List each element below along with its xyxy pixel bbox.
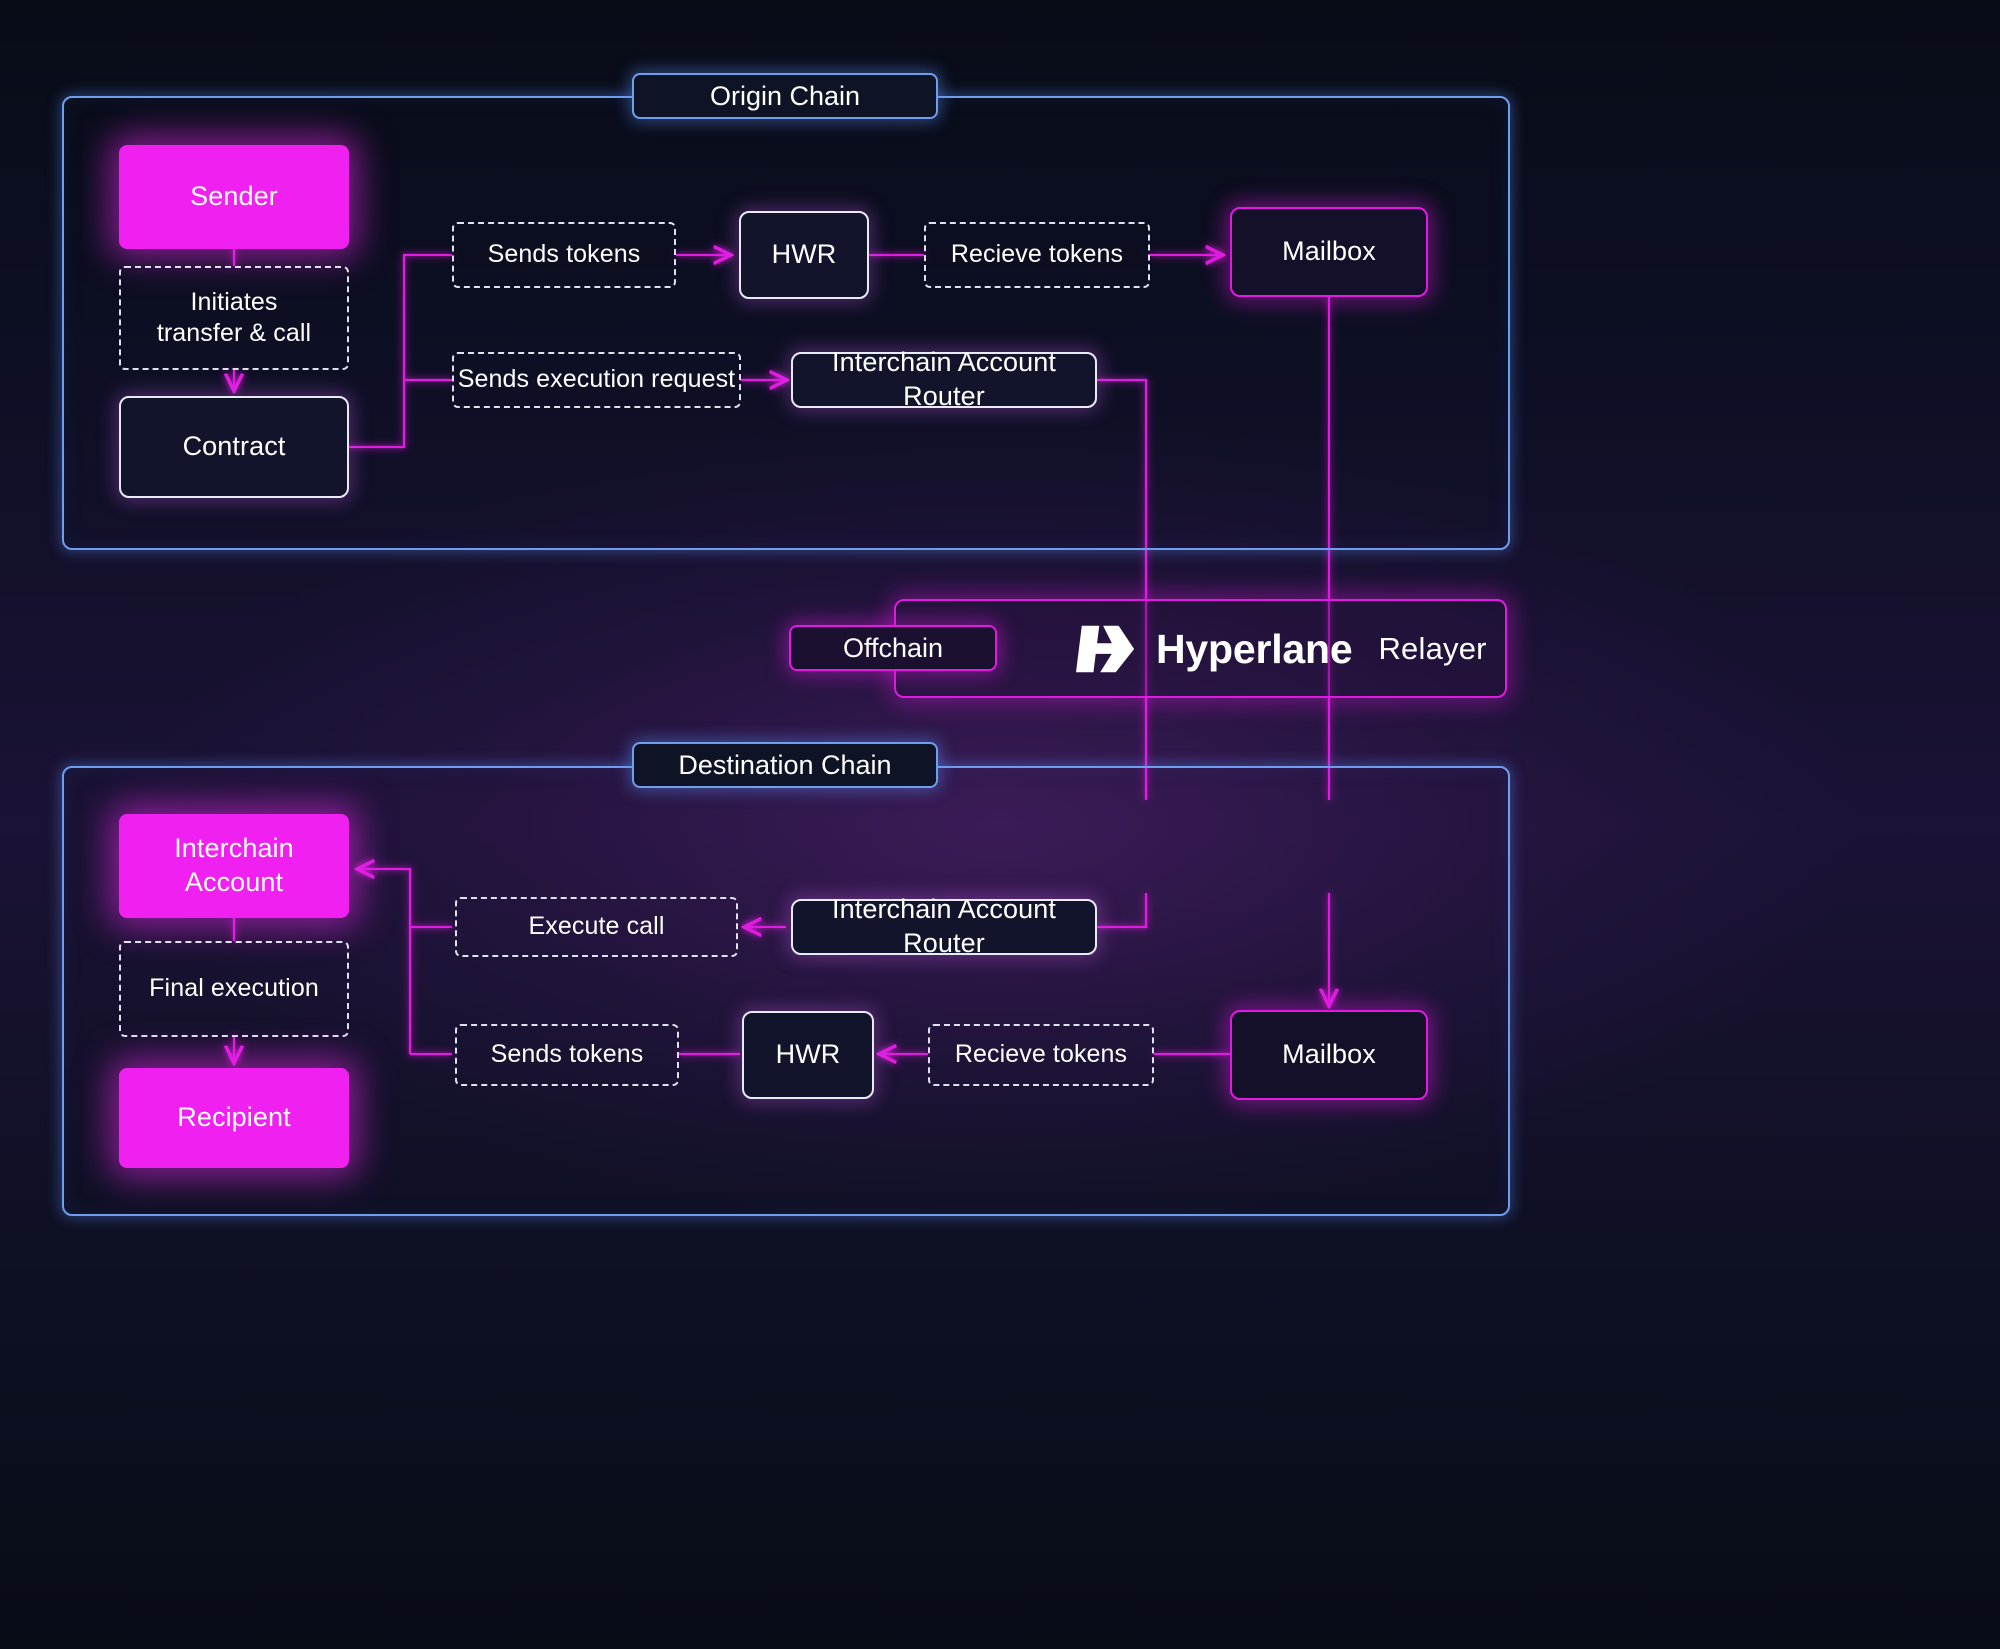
node-hwr-destination[interactable]: HWR [742,1011,874,1099]
hyperlane-logo-icon [1076,625,1135,673]
brand-subtitle: Relayer [1378,631,1487,666]
node-sends-tokens-destination: Sends tokens [455,1024,679,1086]
node-recieve-tokens-destination: Recieve tokens [928,1024,1154,1086]
node-sends-tokens-origin: Sends tokens [452,222,676,288]
node-interchain-account[interactable]: Interchain Account [119,814,349,918]
node-offchain[interactable]: Offchain [789,625,997,671]
node-initiates-transfer-and-call: Initiates transfer & call [119,266,349,370]
node-recipient[interactable]: Recipient [119,1068,349,1168]
origin-chain-title: Origin Chain [632,73,938,119]
hyperlane-brand: Hyperlane Relayer [1076,618,1487,680]
node-interchain-account-router-destination[interactable]: Interchain Account Router [791,894,1097,958]
node-contract[interactable]: Contract [119,396,349,498]
node-sender[interactable]: Sender [119,145,349,249]
node-final-execution: Final execution [119,941,349,1037]
brand-name: Hyperlane [1156,625,1353,672]
node-execute-call: Execute call [455,897,738,957]
node-interchain-account-router-origin[interactable]: Interchain Account Router [791,347,1097,411]
node-recieve-tokens-origin: Recieve tokens [924,222,1150,288]
node-mailbox-destination[interactable]: Mailbox [1230,1010,1428,1100]
node-sends-execution-request: Sends execution request [452,352,741,408]
node-hwr-origin[interactable]: HWR [739,211,869,299]
destination-chain-title: Destination Chain [632,742,938,788]
node-mailbox-origin[interactable]: Mailbox [1230,207,1428,297]
